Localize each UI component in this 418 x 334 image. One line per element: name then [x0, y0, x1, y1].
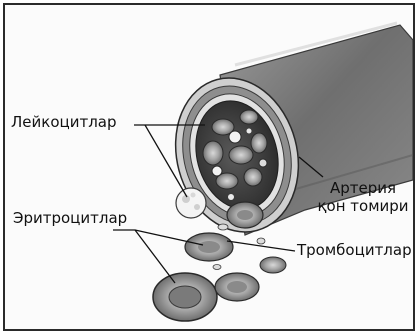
- erythrocytes-leader-1: [113, 230, 175, 283]
- blood-vessel-illustration: [5, 5, 413, 329]
- leukocytes-label: Лейкоцитлар: [11, 113, 117, 131]
- artery-label-line2: қон томири: [315, 197, 411, 215]
- thrombocytes-label: Тромбоцитлар: [297, 241, 412, 259]
- artery-label: Артерия қон томири: [315, 179, 411, 215]
- erythrocytes-label: Эритроцитлар: [13, 209, 127, 227]
- artery-label-line1: Артерия: [315, 179, 411, 197]
- figure-frame: Лейкоцитлар Эритроцитлар Артерия қон том…: [3, 3, 415, 331]
